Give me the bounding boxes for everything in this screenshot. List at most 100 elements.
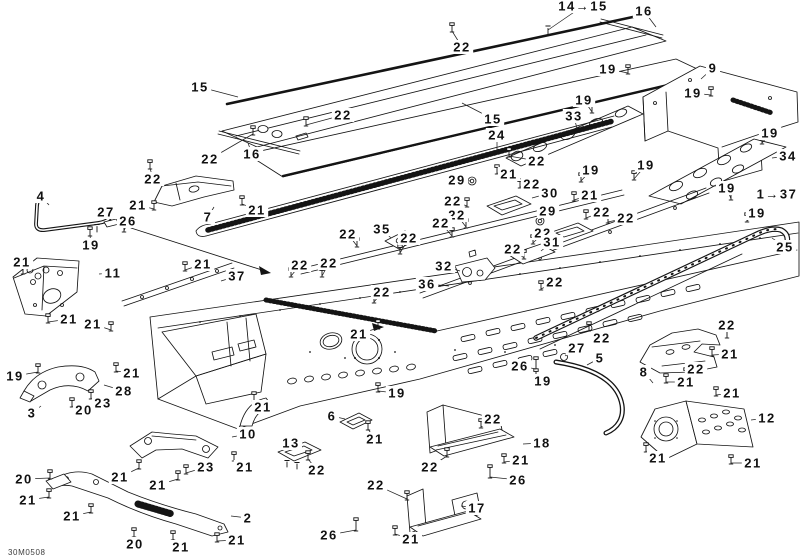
callout-label-bg <box>646 451 670 465</box>
callout-label-bg <box>559 0 607 13</box>
callout-label-bg <box>636 365 652 379</box>
part-10 <box>129 431 219 459</box>
callout-label-bg <box>363 432 387 446</box>
screw-glyph-21 <box>151 200 157 211</box>
callout-label: 21 <box>194 257 211 272</box>
callout-label-bg <box>198 152 222 166</box>
callout-label-bg <box>745 206 769 220</box>
callout-label: 33 <box>565 109 582 124</box>
callout-label-bg <box>531 374 555 388</box>
callout-label: 21 <box>172 540 189 555</box>
callout-label: 22 <box>504 242 521 257</box>
part-18 <box>426 404 515 457</box>
callout-label-bg <box>240 147 264 161</box>
callout-label-bg <box>441 194 465 208</box>
callout-label-bg <box>614 211 638 225</box>
bracket-7 <box>153 175 235 207</box>
callout-label-bg <box>233 460 257 474</box>
callout-label: 22 <box>546 275 563 290</box>
callout-label: 18 <box>533 436 550 451</box>
screw-glyph-21 <box>175 470 181 481</box>
callout-label: 21 <box>744 456 761 471</box>
callout-label-bg <box>720 386 744 400</box>
callout-label-bg <box>429 216 453 230</box>
screw-glyph-21 <box>88 503 94 514</box>
screw-glyph-21 <box>365 420 371 431</box>
callout-label: 23 <box>94 396 111 411</box>
callout-label: 4 <box>37 189 46 204</box>
screw-glyph-19 <box>87 226 93 237</box>
callout-label: 21 <box>60 312 77 327</box>
callout-label: 26 <box>119 214 136 229</box>
callout-label: 22 <box>367 478 384 493</box>
callout-label-bg <box>397 231 421 245</box>
callout-label-bg <box>565 341 589 355</box>
callout-label: 21 <box>512 453 529 468</box>
callout-label-bg <box>101 266 125 280</box>
callout-label-bg <box>194 460 218 474</box>
screw-glyph-22 <box>303 116 309 127</box>
callout-label-bg <box>415 277 439 291</box>
callout-label-bg <box>481 412 505 426</box>
callout-label-bg <box>16 493 40 507</box>
callout-label-bg <box>385 386 409 400</box>
callout-label: 22 <box>421 460 438 475</box>
callout-label: 22 <box>528 154 545 169</box>
figure-code: 30M0508 <box>8 548 46 557</box>
callout-label: 21 <box>123 366 140 381</box>
callout-label: 22 <box>373 285 390 300</box>
callout-label: 27 <box>97 205 114 220</box>
callout-label: 19 <box>718 181 735 196</box>
callout-label-bg <box>590 331 614 345</box>
callout-label: 21 <box>677 375 694 390</box>
callout-label: 1→37 <box>757 187 798 202</box>
callout-label: 31 <box>543 235 560 250</box>
screw-glyph-19 <box>35 363 41 374</box>
callout-label-bg <box>240 511 256 525</box>
callout-label: 19 <box>684 86 701 101</box>
part-6 <box>339 412 373 430</box>
callout-label-bg <box>279 436 303 450</box>
callout-label: 22 <box>432 216 449 231</box>
callout-label-bg <box>592 351 608 365</box>
callout-label-bg <box>674 375 698 389</box>
callout-label-bg <box>465 501 489 515</box>
callout-label-bg <box>141 172 165 186</box>
part-3 <box>19 365 100 403</box>
screw-glyph-21 <box>728 454 734 465</box>
top-cover-panels <box>217 12 712 178</box>
callout-label-bg <box>225 533 249 547</box>
screw-glyph-22 <box>305 450 311 461</box>
screw-glyph-22 <box>506 147 512 158</box>
callout-label-bg <box>741 456 765 470</box>
callout-label: 19 <box>599 62 616 77</box>
callout-label-bg <box>684 362 708 376</box>
screw-glyph-21 <box>136 459 142 470</box>
callout-label: 22 <box>291 258 308 273</box>
callout-label: 6 <box>328 409 337 424</box>
callout-label-bg <box>508 359 532 373</box>
callout-label: 15 <box>484 112 501 127</box>
callout-label: 22 <box>484 412 501 427</box>
callout-label-bg <box>506 473 530 487</box>
callout-label: 12 <box>758 411 775 426</box>
callout-label-bg <box>536 204 560 218</box>
callout-label-bg <box>288 258 312 272</box>
callout-label: 22 <box>334 108 351 123</box>
callout-label-bg <box>317 528 341 542</box>
callout-label: 22 <box>201 152 218 167</box>
callout-label-bg <box>317 256 341 270</box>
callout-label: 23 <box>197 460 214 475</box>
callout-label-bg <box>120 366 144 380</box>
callout-label: 15 <box>191 80 208 95</box>
hose-5 <box>553 353 625 436</box>
callout-label-bg <box>530 436 554 450</box>
callout-label: 19 <box>388 386 405 401</box>
callout-label-bg <box>108 470 132 484</box>
screw-glyph-20 <box>47 469 53 480</box>
callout-label-bg <box>520 177 544 191</box>
callout-label-bg <box>79 238 103 252</box>
callout-label: 10 <box>239 427 256 442</box>
callout-label-bg <box>236 427 260 441</box>
